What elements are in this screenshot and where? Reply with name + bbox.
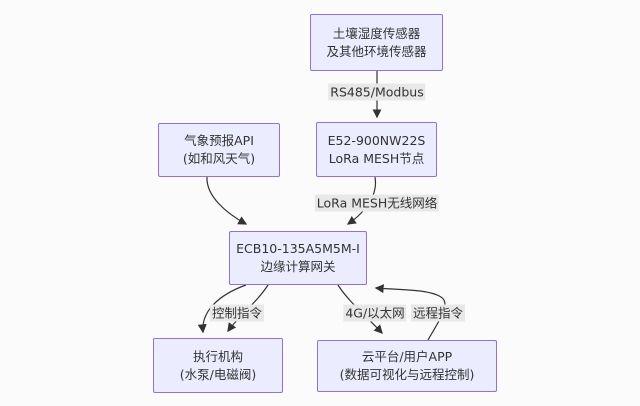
edge-api-to-gateway (206, 176, 248, 225)
node-edge-gateway-line1: ECB10-135A5M5M-I (236, 241, 360, 256)
edge-cloud-to-gateway (374, 284, 446, 341)
node-edge-gateway: ECB10-135A5M5M-I 边缘计算网关 (229, 231, 367, 285)
node-cloud-platform: 云平台/用户APP (数据可视化与远程控制) (317, 340, 497, 392)
node-weather-api-line1: 气象预报API (184, 133, 254, 148)
node-weather-api-line2: (如和风天气) (182, 151, 256, 166)
edge-label-remote-command: 远程指令 (410, 304, 466, 322)
node-soil-sensors-line1: 土壤湿度传感器 (332, 25, 421, 41)
node-lora-mesh-node: E52-900NW22S LoRa MESH节点 (316, 122, 437, 177)
node-actuator: 执行机构 (水泵/电磁阀) (153, 338, 283, 393)
node-lora-mesh-node-line1: E52-900NW22S (327, 132, 426, 148)
node-actuator-line1: 执行机构 (192, 348, 243, 364)
edge-label-rs485-modbus: RS485/Modbus (328, 83, 426, 101)
node-edge-gateway-line2: 边缘计算网关 (260, 259, 336, 274)
edge-label-control-command: 控制指令 (209, 304, 265, 322)
node-cloud-platform-line2: (数据可视化与远程控制) (339, 367, 475, 382)
edge-label-lora-mesh-network: LoRa MESH无线网络 (314, 194, 440, 212)
node-weather-api: 气象预报API (如和风天气) (158, 123, 280, 177)
node-cloud-platform-line1: 云平台/用户APP (361, 349, 453, 364)
edge-label-4g-ethernet: 4G/以太网 (343, 304, 407, 322)
node-soil-sensors-line2: 及其他环境传感器 (326, 43, 427, 59)
node-soil-sensors: 土壤湿度传感器 及其他环境传感器 (310, 14, 443, 71)
node-lora-mesh-node-line2: LoRa MESH节点 (328, 150, 425, 166)
node-actuator-line2: (水泵/电磁阀) (179, 366, 257, 382)
